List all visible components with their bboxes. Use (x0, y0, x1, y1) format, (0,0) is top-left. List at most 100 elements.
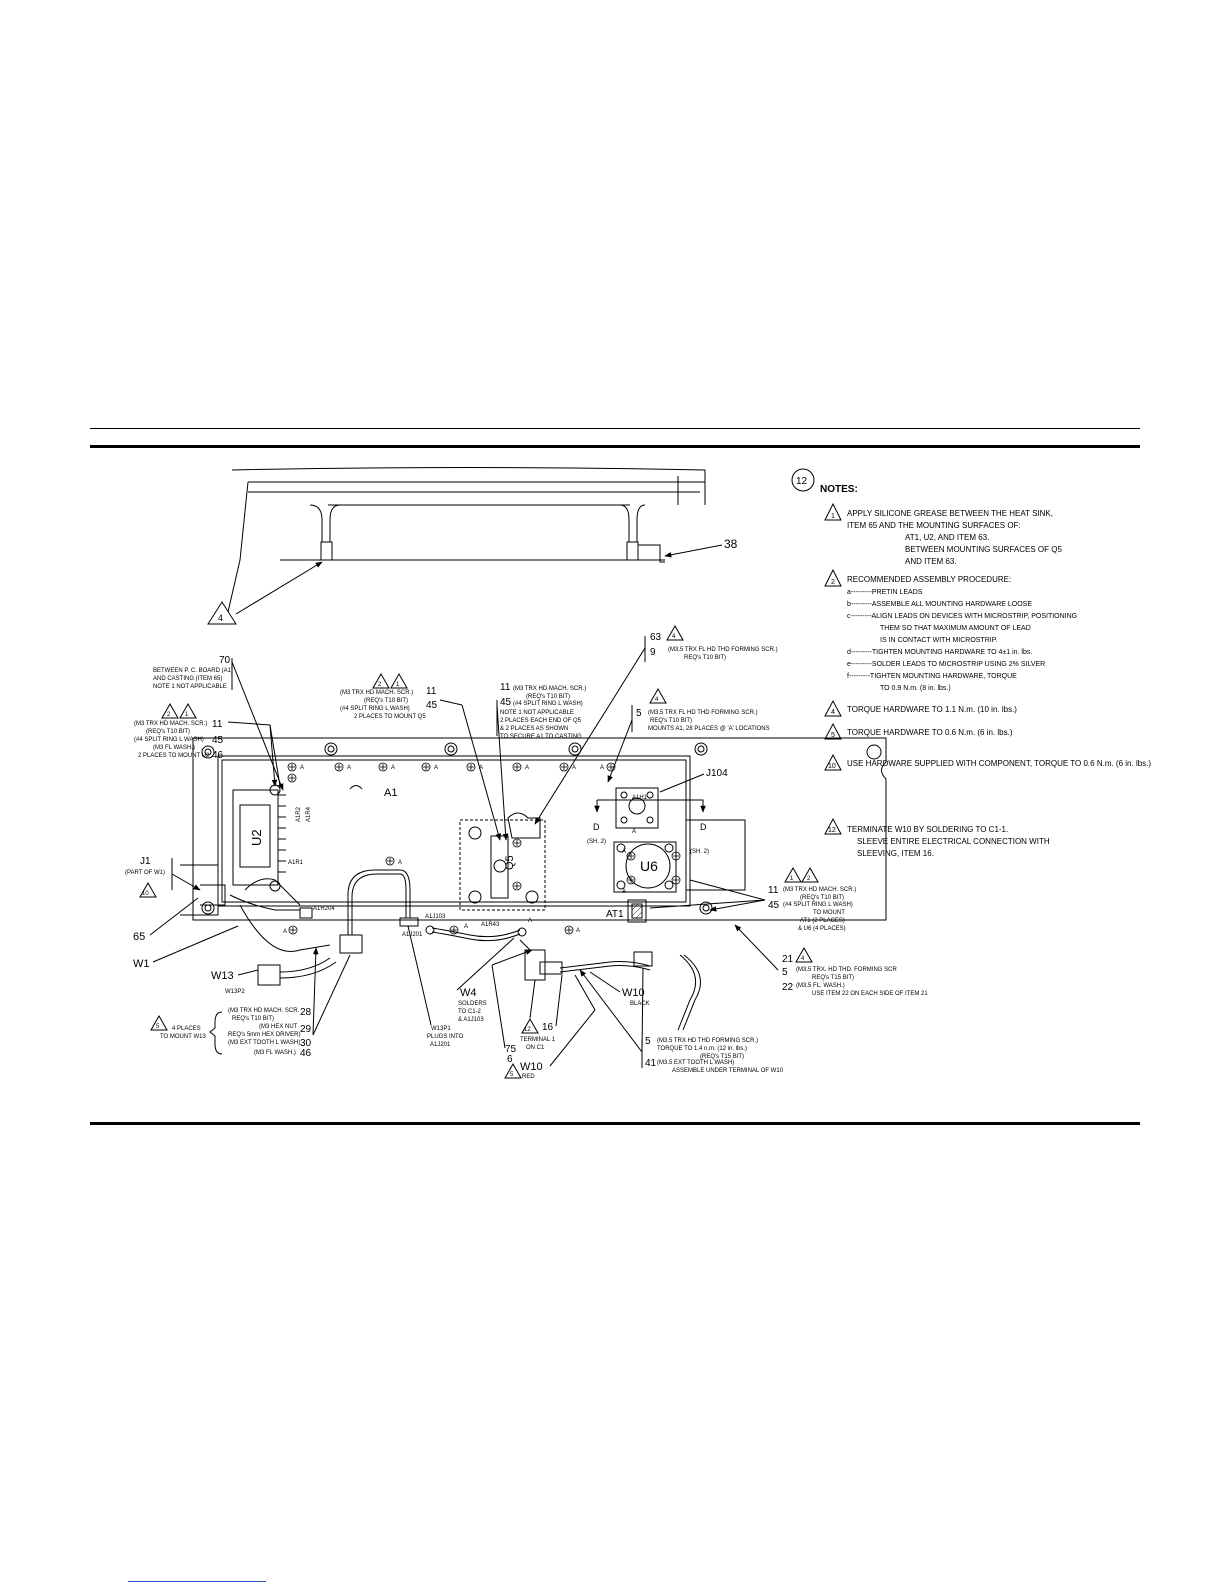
svg-text:USE HARDWARE SUPPLIED WITH COM: USE HARDWARE SUPPLIED WITH COMPONENT, TO… (847, 759, 1151, 768)
a1r204-label: A1R204 (313, 906, 335, 912)
svg-text:(M3.5 TRX FL HD THD FORMING SC: (M3.5 TRX FL HD THD FORMING SCR.) (668, 647, 778, 653)
svg-text:TO MOUNT: TO MOUNT (813, 910, 845, 916)
svg-text:(PART OF W1): (PART OF W1) (125, 870, 165, 876)
note-5: 5 TORQUE HARDWARE TO 0.6 N.m. (6 in. lbs… (824, 722, 1013, 740)
svg-text:A: A (632, 829, 636, 835)
svg-text:(M3.5 TRX FL HD THD FORMING SC: (M3.5 TRX FL HD THD FORMING SCR.) (648, 710, 758, 716)
svg-text:28: 28 (300, 1007, 312, 1018)
callout-w13: W13 W13P2 (211, 969, 259, 995)
detail-flag-4: 4 (207, 561, 323, 625)
callout-q5-mounting: 2 1 (M3 TRX HD MACH. SCR.) 11 (REQ's T10… (340, 672, 501, 841)
svg-text:(REQ's T10 BIT): (REQ's T10 BIT) (800, 895, 844, 901)
svg-text:e---------SOLDER LEADS TO MICR: e---------SOLDER LEADS TO MICROSTRIP USI… (847, 661, 1045, 668)
svg-text:45: 45 (768, 900, 780, 911)
svg-text:2: 2 (167, 712, 171, 718)
svg-text:5: 5 (645, 1036, 651, 1047)
svg-text:J1: J1 (140, 856, 151, 867)
header-rule-thin (90, 428, 1140, 429)
svg-text:REQ's T10 BIT): REQ's T10 BIT) (650, 718, 692, 724)
note-1: 1 APPLY SILICONE GREASE BETWEEN THE HEAT… (824, 502, 1062, 566)
svg-text:A: A (398, 860, 402, 866)
svg-text:TO MOUNT W13: TO MOUNT W13 (160, 1034, 206, 1040)
svg-text:TORQUE HARDWARE TO 0.6 N.m. (6: TORQUE HARDWARE TO 0.6 N.m. (6 in. lbs.) (847, 728, 1013, 737)
svg-text:(M3.5 TRX HD THD FORMING SCR.): (M3.5 TRX HD THD FORMING SCR.) (657, 1038, 758, 1044)
svg-text:12: 12 (524, 1027, 531, 1033)
component-u6 (613, 841, 677, 893)
svg-text:SLEEVING, ITEM 16.: SLEEVING, ITEM 16. (857, 849, 934, 858)
svg-text:A: A (576, 928, 580, 934)
svg-text:AND CASTING (ITEM 65): AND CASTING (ITEM 65) (153, 676, 222, 682)
svg-text:RECOMMENDED ASSEMBLY PROCEDURE: RECOMMENDED ASSEMBLY PROCEDURE: (847, 575, 1011, 584)
note-2: 2 RECOMMENDED ASSEMBLY PROCEDURE: a-----… (824, 568, 1077, 692)
svg-text:REQ's T15 BIT): REQ's T15 BIT) (812, 975, 854, 981)
callout-63: 63 4 9 (M3.5 TRX FL HD THD FORMING SCR.)… (534, 624, 778, 825)
a1r4-label: A1R4 (306, 806, 312, 822)
callout-u6-mounting: 1 2 11 (M3 TRX HD MACH. SCR.) (REQ's T10… (649, 866, 856, 932)
footer-rule-thick (90, 1122, 1140, 1125)
svg-text:A: A (434, 765, 438, 771)
svg-text:22: 22 (782, 982, 794, 993)
svg-text:21: 21 (782, 954, 794, 965)
callout-5-top: 4 5 (M3.5 TRX FL HD THD FORMING SCR.) RE… (607, 687, 770, 783)
svg-text:2: 2 (378, 682, 382, 688)
at1-label: AT1 (606, 909, 624, 920)
svg-text:2: 2 (831, 579, 835, 586)
svg-text:A1J201: A1J201 (430, 1042, 451, 1048)
svg-text:9: 9 (650, 647, 656, 658)
svg-text:A: A (622, 889, 626, 895)
callout-w10-red: W10 5 RED (504, 974, 596, 1080)
svg-text:D: D (593, 822, 600, 832)
svg-text:16: 16 (542, 1022, 554, 1033)
callout-a1-casting: 11 (M3 TRX HD MACH. SCR.) (REQ's T10 BIT… (496, 682, 586, 841)
svg-text:(#4 SPLIT RING L WASH): (#4 SPLIT RING L WASH) (134, 737, 204, 743)
svg-text:ON C1: ON C1 (526, 1045, 545, 1051)
item-38-callout: 38 (664, 537, 738, 558)
svg-text:(M3 FL WASH.): (M3 FL WASH.) (254, 1050, 296, 1056)
svg-text:(SH. 2): (SH. 2) (690, 849, 709, 855)
svg-text:W10: W10 (622, 987, 645, 999)
footer-link-underline[interactable] (128, 1581, 266, 1582)
svg-text:2 PLACES TO MOUNT Q5: 2 PLACES TO MOUNT Q5 (354, 714, 426, 720)
svg-text:12: 12 (828, 827, 836, 834)
mounting-holes (201, 742, 713, 915)
a1j103-label: A1J103 (425, 914, 446, 920)
section-d-markers: D (SH. 2) D (SH. 2) (587, 799, 709, 855)
svg-text:TORQUE HARDWARE TO 1.1 N.m. (1: TORQUE HARDWARE TO 1.1 N.m. (10 in. lbs.… (847, 705, 1017, 714)
svg-text:30: 30 (300, 1038, 312, 1049)
svg-text:ASSEMBLE UNDER TERMINAL OF W10: ASSEMBLE UNDER TERMINAL OF W10 (672, 1068, 784, 1074)
svg-text:5: 5 (510, 1072, 514, 1078)
svg-text:45: 45 (212, 735, 224, 746)
a1r43-label: A1R43 (481, 922, 500, 928)
a1j201-label: A1J201 (402, 932, 423, 938)
callout-w4: W4 SOLDERS TO C1-2 & A1J103 (456, 937, 515, 1023)
svg-text:(REQ's T15 BIT): (REQ's T15 BIT) (700, 1054, 744, 1060)
note-4: 4 TORQUE HARDWARE TO 1.1 N.m. (10 in. lb… (824, 699, 1017, 717)
svg-text:4: 4 (655, 697, 659, 703)
svg-text:45: 45 (500, 697, 512, 708)
svg-text:AND ITEM 63.: AND ITEM 63. (905, 557, 957, 566)
svg-text:ITEM 65 AND THE MOUNTING SURFA: ITEM 65 AND THE MOUNTING SURFACES OF: (847, 521, 1021, 530)
svg-text:A: A (283, 929, 287, 935)
svg-text:A: A (572, 765, 576, 771)
svg-text:TO SECURE A1 TO CASTING: TO SECURE A1 TO CASTING (500, 734, 582, 740)
a-location-labels: A A A A A A A A A A A A A A A A (283, 765, 636, 935)
svg-text:(M3 TRX HD MACH. SCR.): (M3 TRX HD MACH. SCR.) (340, 690, 413, 696)
svg-text:MOUNTS A1, 28 PLACES @ 'A' LOC: MOUNTS A1, 28 PLACES @ 'A' LOCATIONS (648, 726, 770, 732)
notes-block: 12 NOTES: 1 APPLY SILICONE GREASE BETWEE… (791, 468, 1151, 858)
svg-text:75: 75 (505, 1044, 517, 1055)
svg-text:(#4 SPLIT RING L WASH): (#4 SPLIT RING L WASH) (513, 701, 583, 707)
a1-label: A1 (384, 787, 397, 799)
svg-text:(REQ's T10 BIT): (REQ's T10 BIT) (146, 729, 190, 735)
connector-a1h1 (615, 787, 659, 829)
callout-w10-black: W10 BLACK (589, 971, 650, 1007)
svg-text:BLACK: BLACK (630, 1001, 650, 1007)
notes-flag-circle (791, 468, 815, 492)
svg-text:11: 11 (500, 682, 511, 693)
svg-text:(M3 TRX HD MACH. SCR.: (M3 TRX HD MACH. SCR. (228, 1008, 300, 1014)
svg-text:(M3.5 TRX. HD THD. FORMING SCR: (M3.5 TRX. HD THD. FORMING SCR (796, 967, 897, 973)
svg-text:NOTE 1 NOT APPLICABLE: NOTE 1 NOT APPLICABLE (153, 684, 227, 690)
svg-text:(REQ's T10 BIT): (REQ's T10 BIT) (364, 698, 408, 704)
a1h1-label: A1H1 (632, 795, 648, 801)
svg-text:AT1 (2 PLACES): AT1 (2 PLACES) (800, 918, 845, 924)
svg-text:41: 41 (645, 1058, 657, 1069)
